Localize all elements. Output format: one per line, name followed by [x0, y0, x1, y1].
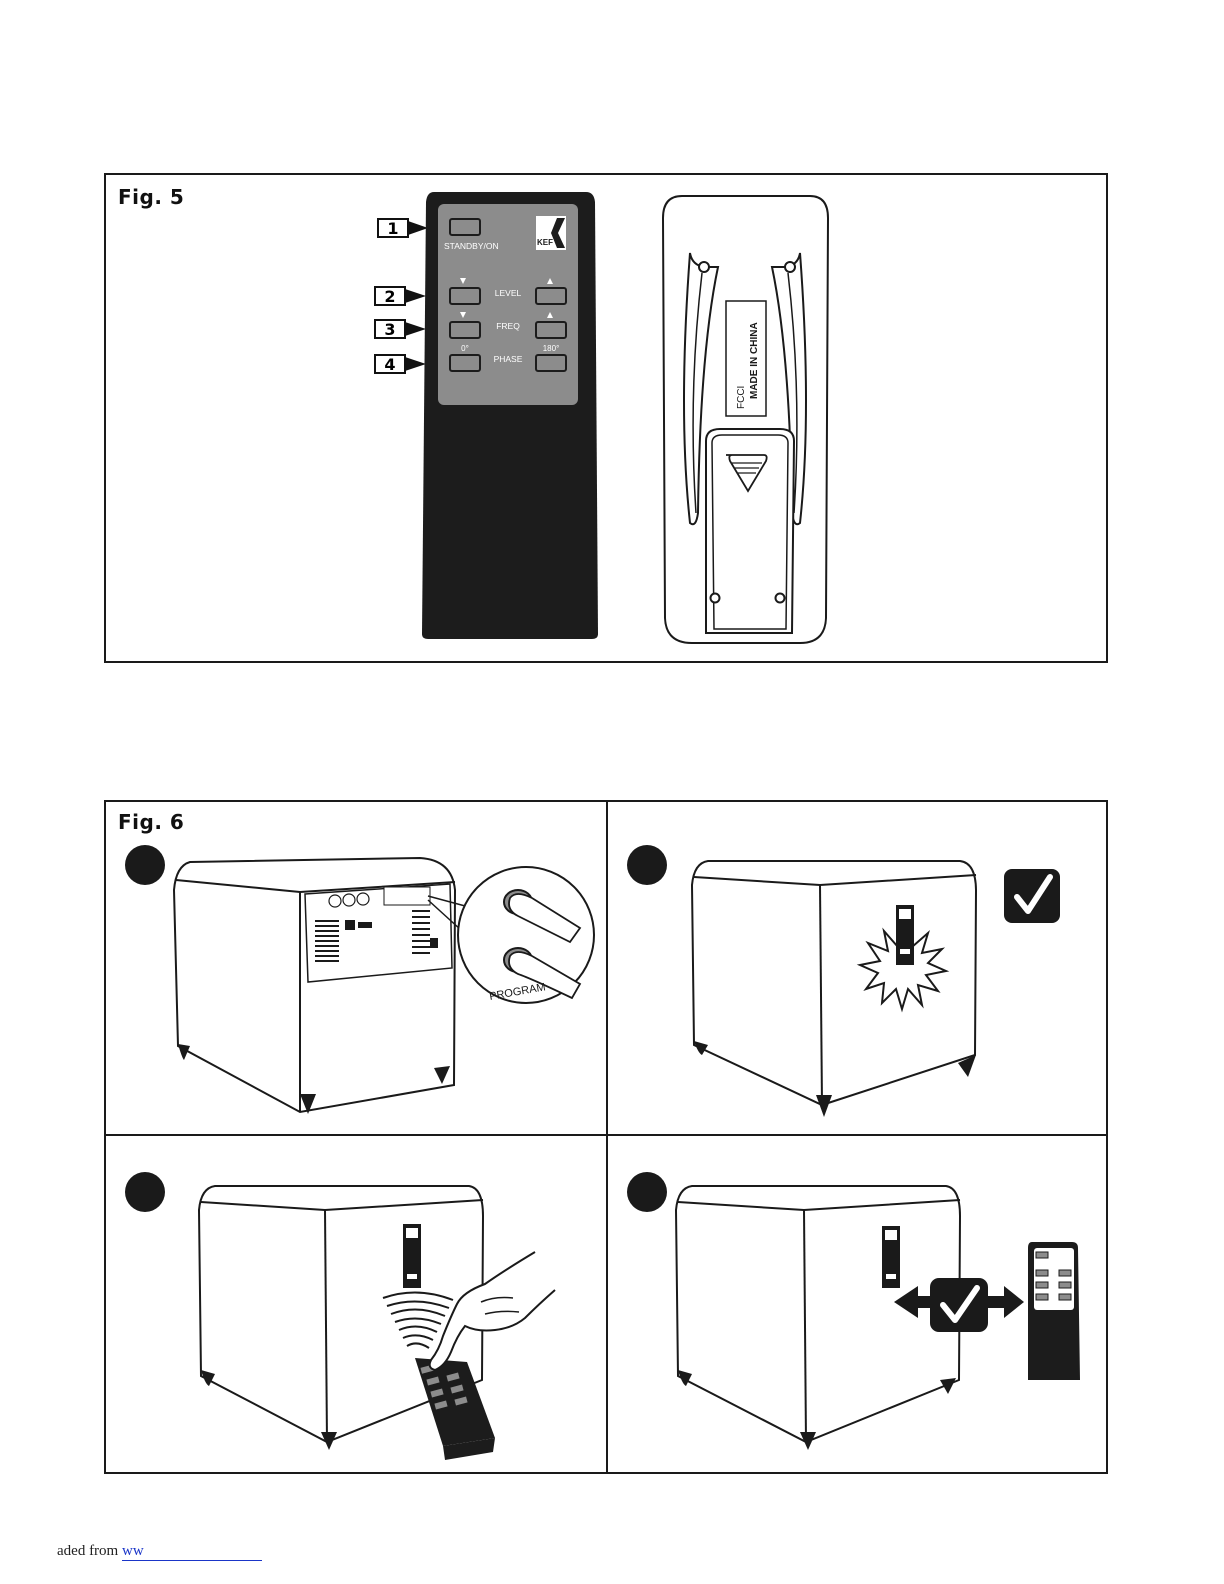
- standby-label: STANDBY/ON: [444, 241, 499, 251]
- freq-down-button[interactable]: [450, 322, 480, 338]
- footer-link[interactable]: ww: [122, 1543, 262, 1561]
- remote-back: MADE IN CHINA FCCI: [660, 193, 832, 647]
- freq-label: FREQ: [496, 321, 520, 331]
- remote-front: KEF STANDBY/ON LEVEL FREQ 0° 180° PHASE: [420, 188, 600, 643]
- callout-4-number: 4: [384, 355, 395, 374]
- panel-1-subwoofer-rear: PROGRAM: [160, 850, 600, 1120]
- footer-prefix: aded from: [57, 1543, 122, 1559]
- level-down-button[interactable]: [450, 288, 480, 304]
- fcc-text: FCCI: [736, 386, 747, 409]
- download-footer: aded from ww: [57, 1543, 262, 1561]
- panel-divider-vertical: [606, 802, 608, 1472]
- callout-3: 3: [375, 320, 426, 339]
- panel-2-subwoofer-led: [688, 855, 1068, 1115]
- step-marker-1: [125, 845, 165, 885]
- phase-label: PHASE: [494, 354, 523, 364]
- level-label: LEVEL: [495, 288, 522, 298]
- front-led-indicator: [900, 949, 910, 954]
- callout-arrows: 1 2 3 4: [0, 0, 1224, 700]
- made-in-china-text: MADE IN CHINA: [749, 322, 760, 399]
- freq-up-button[interactable]: [536, 322, 566, 338]
- panel-4-paired: [672, 1180, 1092, 1455]
- kef-logo-text: KEF: [537, 238, 553, 247]
- phase-left-label: 0°: [461, 344, 469, 353]
- step-marker-4: [627, 1172, 667, 1212]
- panel-divider-horizontal: [106, 1134, 1106, 1136]
- figure-6-label: Fig. 6: [118, 810, 184, 834]
- panel-3-remote-press: [195, 1180, 555, 1465]
- step-marker-2: [627, 845, 667, 885]
- callout-3-number: 3: [384, 320, 395, 339]
- callout-2-number: 2: [384, 287, 395, 306]
- callout-4: 4: [375, 355, 426, 374]
- callout-2: 2: [375, 287, 426, 306]
- small-remote-icon: [1028, 1242, 1080, 1380]
- phase-right-label: 180°: [543, 344, 560, 353]
- level-up-button[interactable]: [536, 288, 566, 304]
- kef-logo: KEF: [536, 216, 566, 250]
- standby-button[interactable]: [450, 219, 480, 235]
- callout-1-number: 1: [387, 219, 398, 238]
- phase-180-button[interactable]: [536, 355, 566, 371]
- phase-0-button[interactable]: [450, 355, 480, 371]
- step-marker-3: [125, 1172, 165, 1212]
